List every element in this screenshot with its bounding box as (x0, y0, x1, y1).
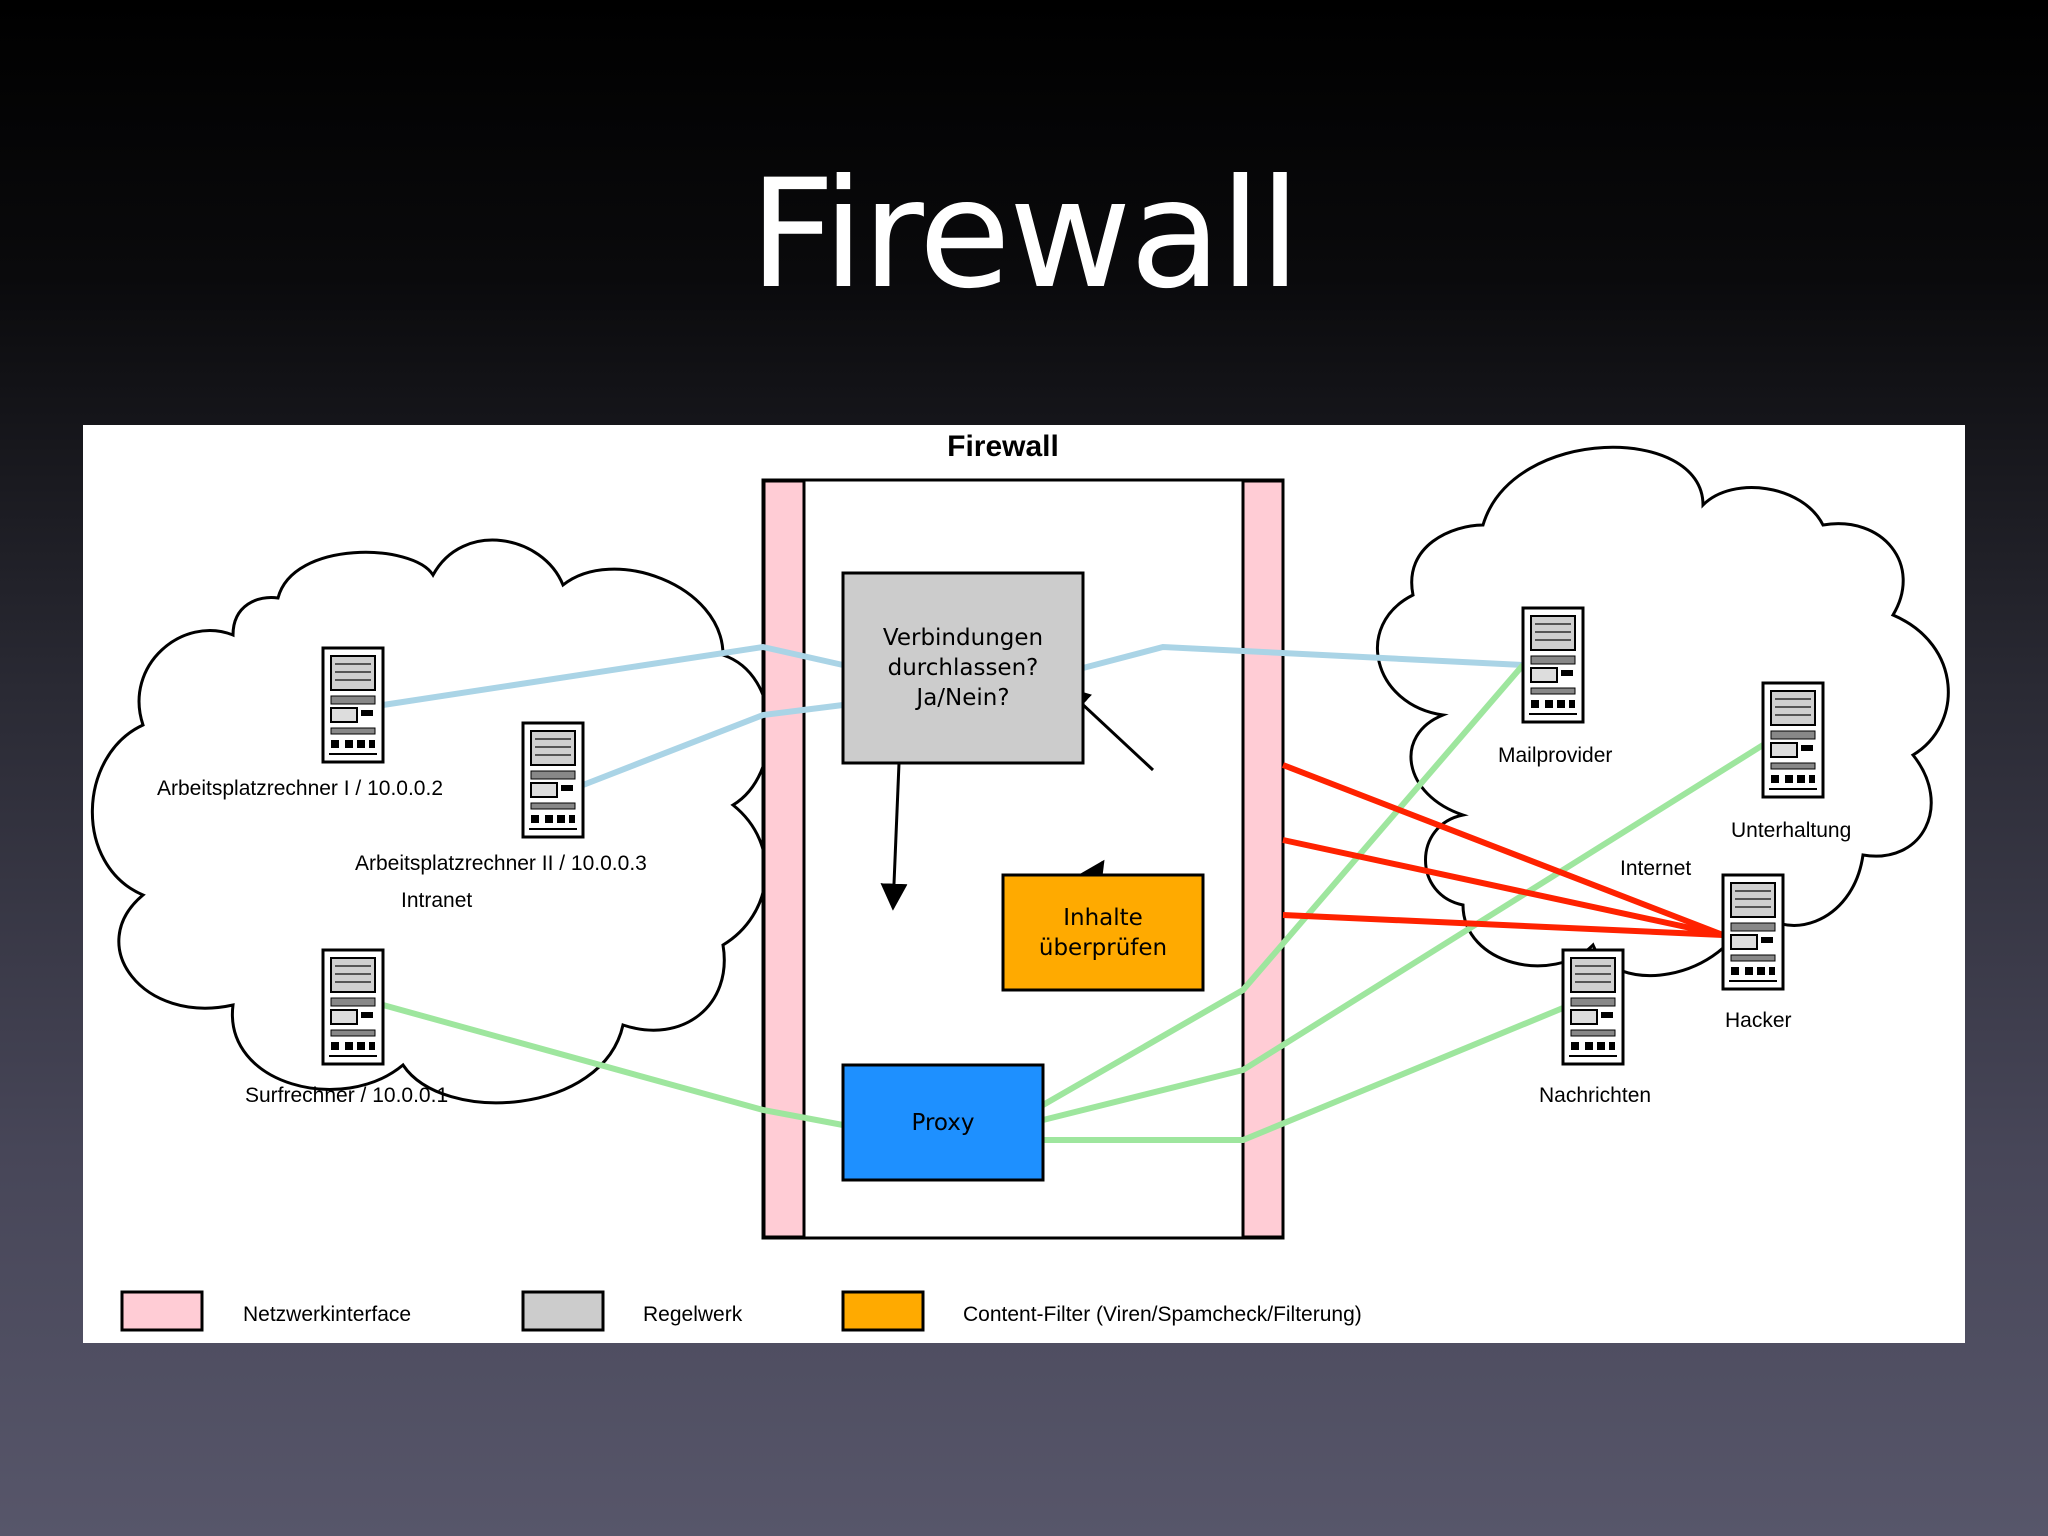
rules-line-2: durchlassen? (888, 655, 1039, 681)
label-pc2: Arbeitsplatzrechner II / 10.0.0.3 (355, 852, 647, 875)
network-interface-left (762, 479, 806, 1239)
link-proxy-mail (1041, 663, 1526, 1108)
block-1 (1281, 762, 1725, 938)
label-intranet: Intranet (401, 889, 472, 912)
block-3 (1282, 912, 1724, 938)
legend-interface-label: Netzwerkinterface (243, 1303, 411, 1326)
label-entertainment: Unterhaltung (1731, 819, 1851, 842)
proxy-box (841, 1063, 1045, 1182)
proxy-label: Proxy (911, 1110, 974, 1136)
server-pc1-icon (321, 646, 385, 764)
link-pc1-rules (382, 643, 844, 708)
checked-connections (382, 643, 1524, 788)
label-mail: Mailprovider (1498, 744, 1612, 767)
link-rules-mail (1082, 643, 1524, 671)
link-pc2-rules (581, 702, 844, 788)
rules-line-3: Ja/Nein? (914, 685, 1009, 711)
slide-title: Firewall (749, 148, 1301, 322)
server-pc2-icon (521, 721, 585, 839)
firewall-diagram: Firewall Verbindungen durchlassen? Ja/Ne… (83, 425, 1965, 1343)
network-interface-right (1241, 479, 1285, 1239)
block-2 (1282, 837, 1724, 938)
label-surf: Surfrechner / 10.0.0.1 (245, 1084, 448, 1107)
server-news-icon (1561, 948, 1625, 1066)
filter-line-1: Inhalte (1063, 905, 1143, 931)
legend-filter-label: Content-Filter (Viren/Spamcheck/Filterun… (963, 1303, 1362, 1326)
legend-rules-label: Regelwerk (643, 1303, 743, 1326)
legend-filter-swatch (841, 1290, 925, 1332)
label-news: Nachrichten (1539, 1084, 1651, 1107)
blocked-connections (1281, 762, 1725, 938)
link-proxy-news (1043, 1005, 1565, 1143)
label-internet: Internet (1620, 857, 1691, 880)
server-mail-icon (1521, 606, 1585, 724)
legend-rules-swatch (521, 1290, 605, 1332)
label-pc1: Arbeitsplatzrechner I / 10.0.0.2 (157, 777, 443, 800)
label-hacker: Hacker (1725, 1009, 1792, 1032)
rules-line-1: Verbindungen (883, 625, 1043, 651)
diagram-title: Firewall (947, 430, 1059, 463)
allowed-connections (382, 663, 1765, 1143)
intranet-cloud (90, 538, 771, 1105)
rules-box (841, 571, 1085, 765)
link-surf-proxy (382, 1002, 844, 1128)
filter-line-2: überprüfen (1039, 935, 1167, 961)
server-entertainment-icon (1761, 681, 1825, 799)
server-surf-icon (321, 948, 385, 1066)
internet-cloud (1375, 445, 1950, 977)
link-proxy-entertainment (1042, 742, 1765, 1123)
content-filter-box (1001, 873, 1205, 992)
legend-interface-swatch (120, 1290, 204, 1332)
server-hacker-icon (1721, 873, 1785, 991)
